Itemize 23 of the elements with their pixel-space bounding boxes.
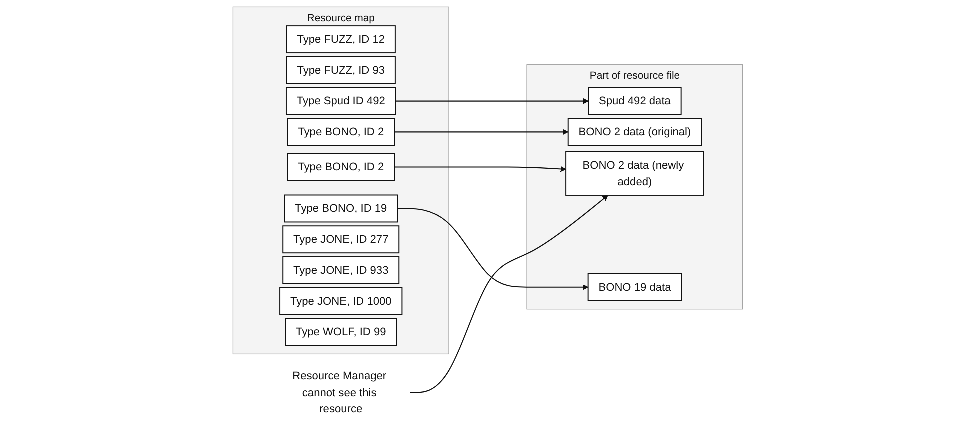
node-box bbox=[286, 26, 396, 54]
diagram: Part of resource file Resource map Type FUZZ, ID 12 Type FUZZ, ID 93 Type Spud ID 492 Type BONO, ID 2 Type BONO, ID 2 Type BONO, ID 19 Type JONE, ID 277 Type JONE, ID 933 Type JONE, ID 1000 Type WOLF, ID 99 Spud 492 data BONO 2 data (original) BONO 2 data (newly added) BONO 19 data Resource Manager cannot see this resource bbox=[228, 2, 748, 428]
node-box bbox=[588, 87, 682, 116]
cluster bbox=[232, 6, 450, 355]
node-box bbox=[282, 256, 400, 284]
arrow bbox=[410, 195, 608, 394]
node-box bbox=[287, 153, 395, 182]
node-box bbox=[280, 287, 403, 316]
node-text: Resource Manager cannot see this resource bbox=[292, 370, 387, 416]
node-box bbox=[282, 226, 400, 254]
node-box bbox=[285, 318, 398, 346]
node-box bbox=[287, 118, 395, 146]
node-box bbox=[566, 151, 704, 196]
node-box bbox=[286, 56, 396, 84]
node-box bbox=[284, 194, 398, 223]
arrow bbox=[396, 98, 589, 104]
node-box bbox=[588, 273, 682, 302]
node-box bbox=[568, 118, 702, 146]
arrow bbox=[394, 129, 569, 136]
arrow bbox=[394, 166, 566, 172]
node-box bbox=[286, 87, 396, 116]
cluster bbox=[526, 64, 744, 310]
arrow bbox=[398, 208, 589, 290]
